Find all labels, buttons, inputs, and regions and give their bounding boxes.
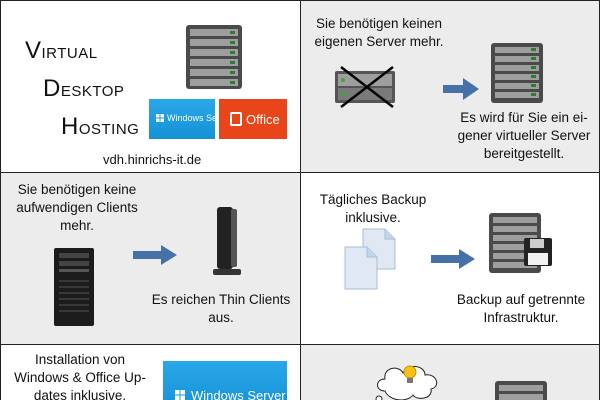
panel4-bottom-text: Backup auf getrennte Infrastruktur. — [456, 292, 586, 325]
panel-backup: Tägliches Backup inklusive. — [300, 172, 600, 345]
floppy-disk-icon — [523, 237, 553, 267]
server-rack-icon — [489, 41, 545, 105]
arrow-right-icon — [431, 249, 475, 269]
lightbulb-icon — [403, 365, 417, 385]
panel3-bottom-text: Es reichen Thin Clients aus. — [151, 292, 291, 325]
panel4-top-text: Tägliches Backup inklusive. — [319, 192, 427, 225]
server-rack-icon — [493, 379, 549, 400]
documents-icon — [341, 227, 401, 293]
title-virtual: VIRTUAL — [25, 37, 98, 64]
website-url: vdh.hinrichs-it.de — [103, 152, 202, 167]
title-desktop: DESKTOP — [43, 75, 125, 102]
arrow-right-icon — [133, 245, 177, 265]
office-icon — [230, 112, 242, 126]
desktop-tower-icon — [53, 247, 95, 327]
crossed-server-icon — [333, 65, 399, 109]
thought-bubble-icon — [373, 361, 445, 400]
windows-server-logo: Windows Server — [149, 99, 233, 139]
panel2-top-text: Sie benötigen keinen eigenen Server mehr… — [314, 16, 444, 49]
windows-icon — [175, 390, 185, 400]
panel-vdh-title: VIRTUAL DESKTOP HOSTING — [0, 0, 301, 173]
panel-no-server: Sie benötigen keinen eigenen Server mehr… — [300, 0, 600, 173]
panel-idea — [300, 344, 600, 400]
title-hosting: HOSTING — [61, 113, 140, 140]
panel3-top-text: Sie benötigen keine aufwendigen Clients … — [16, 182, 138, 233]
panel5-top-text: Installation von Windows & Office Up- da… — [14, 352, 146, 400]
office-logo: Office — [219, 99, 287, 139]
panel-updates: Installation von Windows & Office Up- da… — [0, 344, 301, 400]
arrow-right-icon — [443, 78, 479, 100]
thin-client-icon — [211, 205, 243, 277]
windows-icon — [156, 114, 164, 122]
windows-server-logo: Windows Server — [163, 361, 287, 400]
panel-thin-clients: Sie benötigen keine aufwendigen Clients … — [0, 172, 301, 345]
server-rack-icon — [184, 23, 244, 91]
panel2-bottom-text: Es wird für Sie ein ei- gener virtueller… — [457, 110, 591, 161]
